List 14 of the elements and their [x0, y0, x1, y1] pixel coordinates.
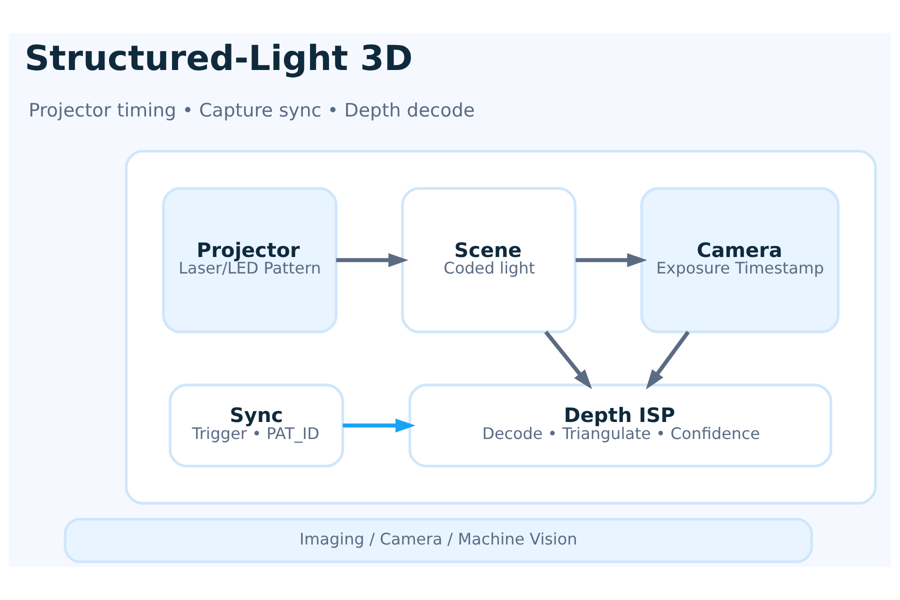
node-box: Camera Exposure Timestamp — [640, 187, 840, 334]
label: Projector timing • Capture sync • Depth decode — [28, 100, 475, 122]
arrow — [342, 418, 416, 433]
diagram-title: Structured-Light 3D — [24, 38, 413, 79]
arrow — [646, 330, 690, 390]
node-box: Depth ISP Decode • Triangulate • Confidence — [408, 384, 832, 468]
node-box: Sync Trigger • PAT_ID — [168, 384, 344, 468]
arrow — [336, 253, 408, 268]
arrow — [544, 330, 592, 390]
node-box: Imaging / Camera / Machine Vision — [64, 518, 813, 564]
node-box: Scene Coded light — [401, 187, 577, 334]
arrow — [576, 253, 648, 268]
node-box: Projector Laser/LED Pattern — [162, 187, 338, 334]
cluster — [124, 150, 877, 505]
